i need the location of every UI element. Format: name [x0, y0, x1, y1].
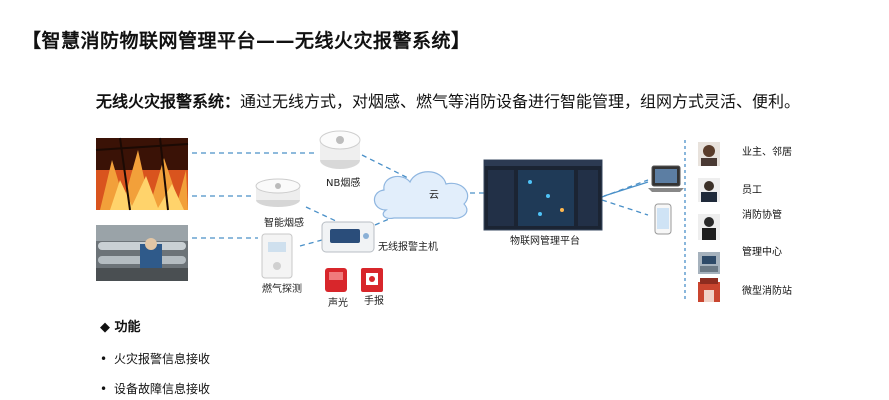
role-avatar-owner	[698, 142, 720, 166]
function-item-text: 火灾报警信息接收	[114, 352, 211, 366]
role-label-station: 微型消防站	[742, 286, 792, 297]
bullet-icon: •	[100, 352, 108, 366]
functions-heading: ◆ 功能	[100, 316, 141, 335]
laptop-icon	[648, 165, 684, 192]
role-label-employee: 员工	[742, 185, 762, 196]
functions-heading-text: 功能	[114, 320, 141, 335]
wireless-host-label: 无线报警主机	[378, 240, 438, 253]
smart-smoke-detector	[255, 178, 301, 207]
intro-body: 通过无线方式，对烟感、燃气等消防设备进行智能管理，组网方式灵活、便利。	[240, 92, 801, 111]
sound-light-label: 声光	[328, 296, 348, 309]
line-platform-to-laptop	[601, 179, 649, 198]
sound-light-device	[325, 268, 347, 292]
role-label-owner: 业主、邻居	[742, 147, 792, 158]
pipe-room-photo	[96, 225, 188, 281]
fire-photo	[95, 137, 189, 211]
intro-bold: 无线火灾报警系统：	[96, 92, 241, 111]
cloud-label: 云	[429, 190, 439, 201]
function-item: • 火灾报警信息接收	[100, 350, 210, 367]
role-label-assistant: 消防协管	[742, 210, 782, 221]
manual-alarm-device	[361, 268, 383, 292]
phone-icon	[654, 203, 672, 235]
role-avatar-employee	[698, 178, 720, 202]
function-item: • 设备故障信息接收	[100, 380, 210, 397]
smart-smoke-label: 智能烟感	[264, 216, 304, 229]
role-avatar-station	[698, 278, 720, 302]
wireless-alarm-host	[321, 221, 375, 253]
role-avatar-center	[698, 252, 720, 274]
line-smoke-to-host	[305, 206, 339, 223]
page-title: 【智慧消防物联网管理平台——无线火灾报警系统】	[22, 30, 471, 52]
nb-smoke-label: NB烟感	[326, 176, 360, 189]
manual-alarm-label: 手报	[364, 294, 384, 307]
role-label-center: 管理中心	[742, 247, 782, 258]
function-item-text: 设备故障信息接收	[114, 382, 211, 396]
diamond-bullet-icon: ◆	[100, 320, 115, 335]
intro-text: 无线火灾报警系统：通过无线方式，对烟感、燃气等消防设备进行智能管理，组网方式灵活…	[96, 88, 800, 112]
nb-smoke-detector	[319, 130, 361, 169]
gas-detector-label: 燃气探测	[262, 282, 302, 295]
line-nb-to-cloud	[361, 154, 409, 179]
platform-screen	[483, 159, 603, 231]
line-gas-to-host	[299, 239, 323, 247]
role-avatar-assistant	[698, 214, 720, 240]
cloud-icon	[373, 171, 469, 219]
platform-label: 物联网管理平台	[510, 234, 580, 247]
line-solid-laptop	[603, 181, 649, 197]
gas-detector	[261, 233, 293, 279]
bullet-icon: •	[100, 382, 108, 396]
line-platform-to-phone	[601, 199, 649, 216]
